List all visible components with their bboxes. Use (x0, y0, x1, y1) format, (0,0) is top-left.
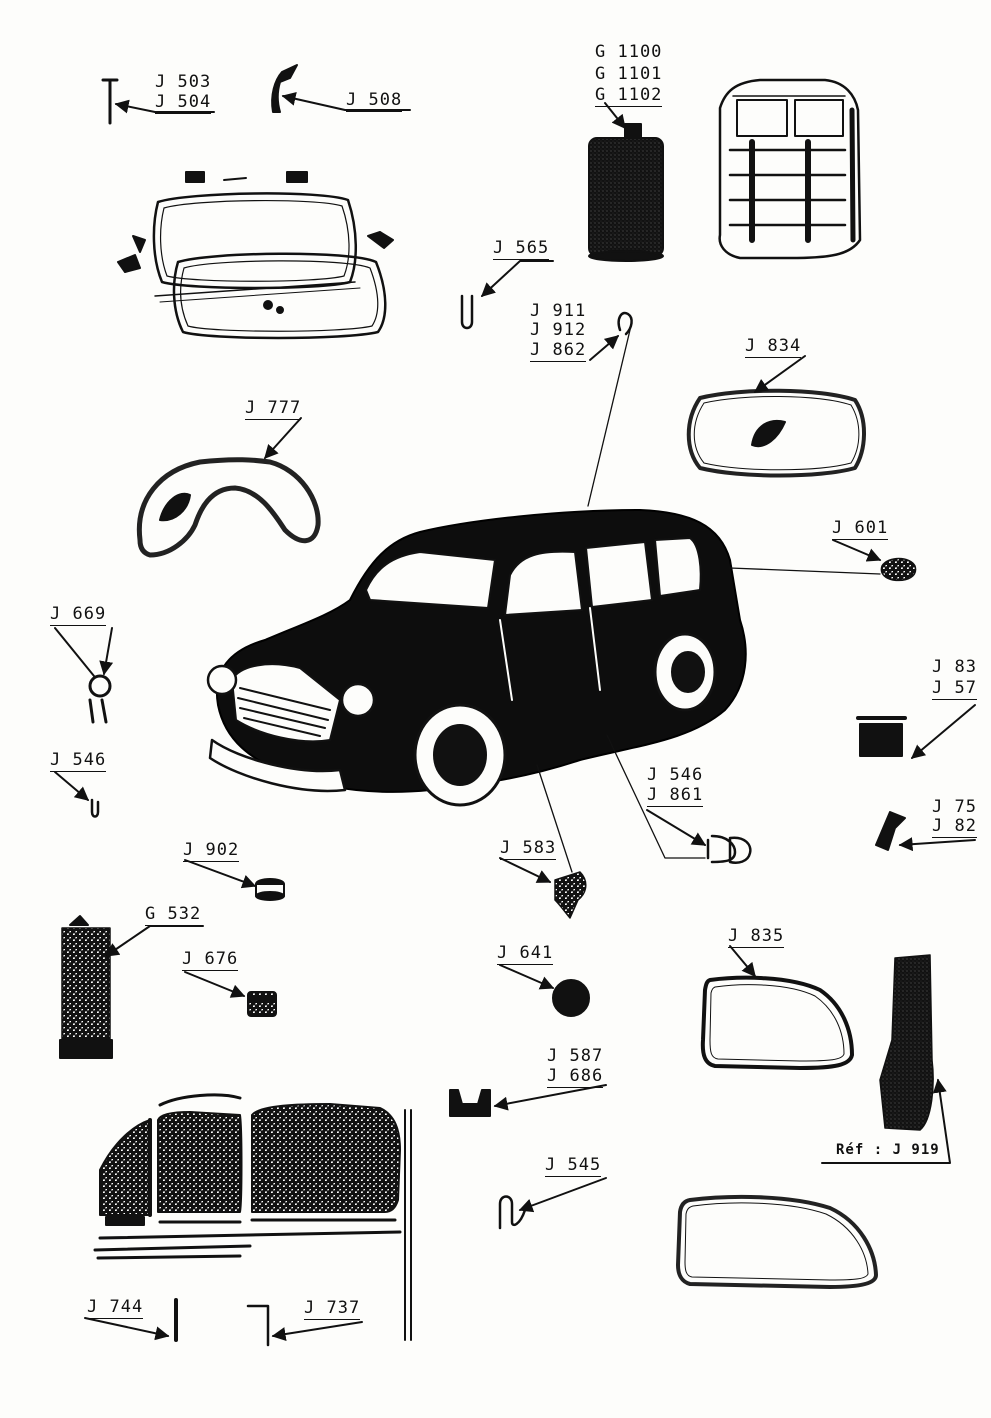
label-j587: J 587 (547, 1046, 604, 1066)
label-j686: J 686 (547, 1066, 604, 1088)
side-windows-assembly (93, 1093, 412, 1341)
sealant-can (588, 123, 664, 262)
arrow-j834 (753, 355, 806, 393)
label-j82x: J 82 (932, 816, 977, 838)
seal-t-profile (101, 78, 119, 125)
round-pad (552, 979, 590, 1017)
label-j601: J 601 (832, 518, 889, 540)
leader-j601 (729, 567, 881, 575)
door-glass-seal (676, 1194, 878, 1289)
arrow-j546a (54, 771, 90, 801)
label-j565: J 565 (493, 238, 550, 260)
label-j504: J 504 (155, 92, 212, 114)
seal-hook-profile (271, 64, 298, 113)
angle-seal (246, 1304, 270, 1347)
grommet-ring (88, 674, 112, 724)
arrow-j508 (281, 91, 411, 111)
foam-pad (880, 557, 917, 582)
arrow-j583 (499, 857, 552, 883)
label-j503: J 503 (155, 72, 212, 92)
label-j669: J 669 (50, 604, 107, 626)
label-j862: J 862 (530, 340, 587, 362)
windscreen-assembly (117, 171, 394, 340)
label-j744: J 744 (87, 1297, 144, 1319)
arrow-g1100 (604, 102, 626, 130)
cap-grommet (255, 878, 285, 901)
label-g532: G 532 (145, 904, 202, 926)
angle-clip (875, 811, 906, 851)
rear-body-shell (718, 78, 862, 260)
arrow-j601 (832, 539, 882, 562)
hook-clip (617, 311, 633, 336)
label-j861: J 861 (647, 785, 704, 807)
clip-u (460, 294, 474, 330)
label-j902: J 902 (183, 840, 240, 862)
label-j676: J 676 (182, 949, 239, 971)
label-j583: J 583 (500, 838, 557, 860)
label-j911: J 911 (530, 301, 587, 321)
label-j545: J 545 (545, 1155, 602, 1177)
textured-strip (879, 954, 934, 1131)
arrow-j777 (264, 417, 302, 460)
label-j546b: J 546 (647, 765, 704, 785)
arrow-j744 (84, 1317, 170, 1341)
channel-clip (449, 1089, 491, 1117)
label-j57x: J 57 (932, 678, 977, 700)
arrow-j545 (518, 1177, 607, 1213)
seal-block (856, 716, 907, 757)
arrow-j641 (499, 964, 555, 990)
rubber-plug (247, 991, 277, 1017)
clip-small-u (90, 798, 100, 818)
d-seal (706, 834, 752, 864)
s-clip (498, 1195, 527, 1230)
label-g1100: G 1100 (595, 42, 663, 62)
arrow-j676 (184, 971, 246, 998)
label-j641: J 641 (497, 943, 554, 965)
label-ref-j919: Réf : J 919 (836, 1142, 940, 1158)
arrow-j911 (589, 335, 620, 361)
leader-j546b (606, 734, 706, 859)
label-j737: J 737 (304, 1298, 361, 1320)
label-j75x: J 75 (932, 797, 977, 817)
label-j546a: J 546 (50, 750, 107, 772)
leader-j911 (587, 329, 631, 507)
sealant-tube (59, 915, 113, 1059)
arrow-j737 (271, 1321, 363, 1341)
rear-window-seal (686, 388, 866, 478)
arrow-j565 (480, 260, 554, 297)
car-illustration (206, 509, 747, 807)
arrow-j587 (493, 1084, 607, 1111)
arrow-j503 (114, 99, 215, 114)
loop-seal (136, 457, 321, 558)
gasket-patch (554, 871, 587, 919)
arrow-g532 (104, 925, 204, 957)
arrow-j835 (729, 945, 756, 978)
label-j777: J 777 (245, 398, 302, 420)
label-j508: J 508 (346, 90, 403, 112)
quarter-window-seal (700, 975, 854, 1070)
arrow-j75x (898, 837, 976, 852)
label-j834: J 834 (745, 336, 802, 358)
arrow-j669 (54, 627, 112, 676)
label-g1101: G 1101 (595, 64, 663, 84)
arrow-j83x (910, 704, 976, 759)
label-j83x: J 83 (932, 657, 977, 677)
arrow-j902 (184, 859, 257, 889)
arrow-j546b (646, 809, 707, 846)
label-j835: J 835 (728, 926, 785, 948)
label-g1102: G 1102 (595, 85, 663, 107)
label-j912: J 912 (530, 320, 587, 340)
arrow-j919 (821, 1078, 951, 1164)
leader-j583 (536, 764, 573, 873)
